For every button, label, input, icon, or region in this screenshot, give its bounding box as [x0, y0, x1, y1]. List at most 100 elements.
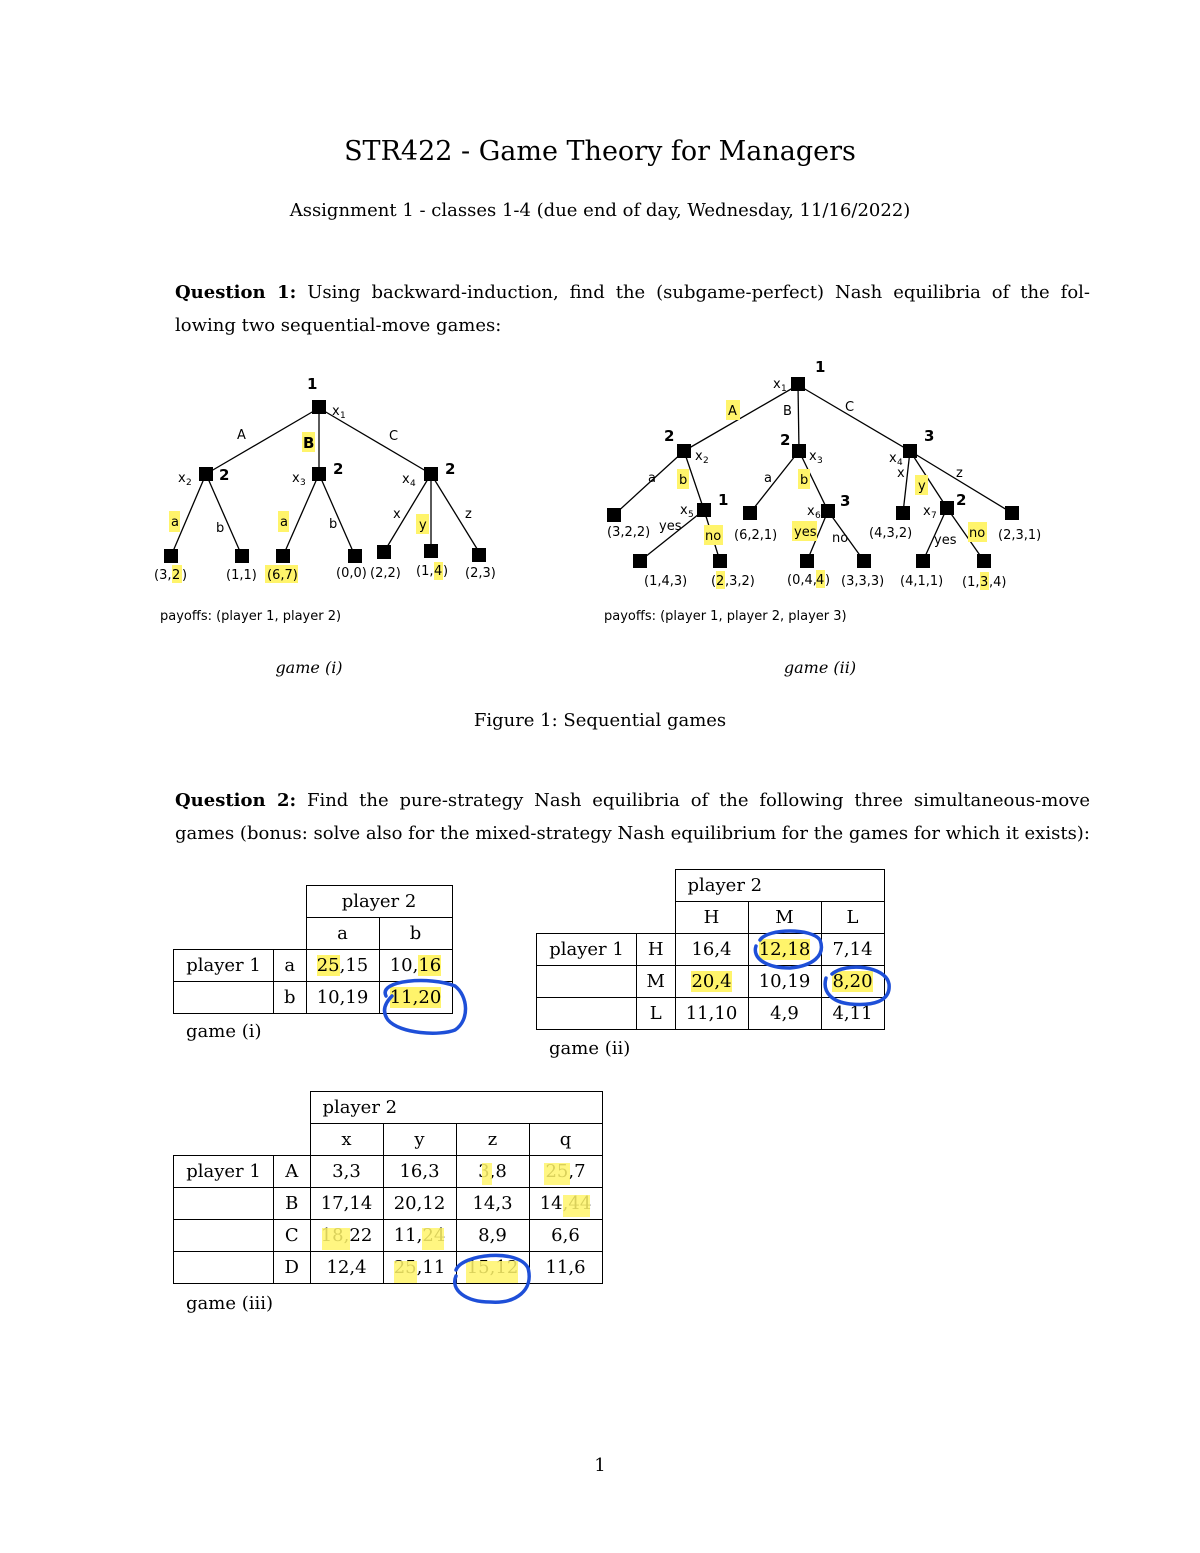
svg-text:x: x	[680, 503, 688, 518]
game-iii-table: player 2 x y z q player 1 A 3,3 16,3 3,8…	[173, 1091, 603, 1284]
svg-text:2: 2	[186, 478, 192, 488]
svg-text:4: 4	[410, 479, 416, 489]
svg-text:a: a	[764, 471, 772, 486]
svg-text:(3,: (3,	[154, 568, 171, 583]
game-i-cell: 25,15	[305, 949, 380, 982]
svg-text:): )	[443, 564, 448, 579]
svg-text:4: 4	[897, 458, 903, 468]
game-ii-cell: 10,19	[747, 965, 822, 998]
game-ii-payoffs-note: payoffs: (player 1, player 2, player 3)	[604, 609, 847, 624]
svg-text:3: 3	[840, 492, 850, 510]
game-ii-cell: 4,11	[820, 997, 885, 1030]
svg-text:(1,: (1,	[416, 564, 433, 579]
svg-text:2: 2	[219, 466, 229, 484]
question-2: Question 2: Find the pure-strategy Nash …	[143, 784, 1090, 850]
svg-text:2: 2	[780, 431, 790, 449]
question-2-label: Question 2:	[175, 790, 297, 811]
game-ii-row-header: L	[636, 997, 676, 1030]
game-i-col-header: b	[378, 917, 453, 950]
svg-text:C: C	[389, 429, 398, 444]
svg-text:x: x	[773, 377, 781, 392]
svg-text:6: 6	[815, 511, 821, 521]
svg-text:(3,2,2): (3,2,2)	[607, 525, 650, 540]
svg-text:no: no	[969, 526, 985, 541]
game-iii-player2-label: player 2	[309, 1091, 603, 1124]
highlight-mark	[563, 1195, 590, 1217]
game-ii-col-header: M	[747, 901, 822, 934]
svg-text:(0,4,: (0,4,	[787, 573, 817, 588]
game-iii-cell: 14,44	[528, 1187, 603, 1220]
figure-1-caption: Figure 1: Sequential games	[473, 710, 727, 731]
svg-text:(4,3,2): (4,3,2)	[869, 526, 912, 541]
svg-text:yes: yes	[934, 533, 957, 548]
svg-text:(1,4,3): (1,4,3)	[644, 574, 687, 589]
svg-text:): )	[182, 568, 187, 583]
svg-text:x: x	[889, 451, 897, 466]
svg-text:a: a	[171, 515, 179, 530]
game-iii-cell: 14,3	[455, 1187, 530, 1220]
svg-text:x: x	[695, 449, 703, 464]
highlight-mark	[482, 1163, 492, 1185]
game-ii-row-header: H	[636, 933, 676, 966]
svg-text:(1,1): (1,1)	[226, 568, 257, 583]
svg-text:x: x	[809, 449, 817, 464]
svg-text:x: x	[292, 471, 300, 486]
game-iii-row-header: B	[273, 1187, 311, 1220]
svg-text:x: x	[807, 504, 815, 519]
game-iii-row-header: A	[273, 1155, 311, 1188]
game-iii-cell: 11,6	[528, 1251, 603, 1284]
game-iii-row-header: C	[273, 1219, 311, 1252]
svg-text:a: a	[280, 515, 288, 530]
game-iii-cell: 11,24	[382, 1219, 457, 1252]
svg-text:2: 2	[703, 456, 709, 466]
highlight-mark	[466, 1261, 518, 1283]
svg-text:5: 5	[688, 510, 694, 520]
question-1: Question 1: Using backward-induction, fi…	[143, 276, 1090, 342]
svg-text:(6,2,1): (6,2,1)	[734, 528, 777, 543]
svg-text:a: a	[648, 471, 656, 486]
svg-text:(6,7): (6,7)	[267, 568, 298, 583]
svg-text:(0,0): (0,0)	[336, 566, 367, 581]
svg-text:b: b	[800, 473, 808, 488]
game-i-player2-label: player 2	[305, 885, 453, 918]
game-iii-cell: 20,12	[382, 1187, 457, 1220]
svg-text:,3,2): ,3,2)	[725, 574, 755, 589]
svg-text:4: 4	[816, 573, 824, 588]
game-ii-cell: 16,4	[674, 933, 749, 966]
highlight-mark	[322, 1228, 350, 1250]
game-i-cell: 10,19	[305, 981, 380, 1014]
game-ii-col-header: L	[820, 901, 885, 934]
svg-text:(3,3,3): (3,3,3)	[841, 574, 884, 589]
svg-text:A: A	[728, 404, 737, 419]
svg-text:4: 4	[434, 564, 442, 579]
svg-text:2: 2	[716, 574, 724, 589]
document-title: STR422 - Game Theory for Managers	[344, 136, 856, 167]
game-ii-table: player 2 H M L player 1 H 16,4 12,18 7,1…	[536, 869, 885, 1030]
game-iii-cell: 17,14	[309, 1187, 384, 1220]
game-iii-col-header: q	[528, 1123, 603, 1156]
game-i-payoffs-note: payoffs: (player 1, player 2)	[160, 609, 341, 624]
svg-text:(1,: (1,	[962, 575, 979, 590]
game-ii-col-header: H	[674, 901, 749, 934]
svg-text:(4,1,1): (4,1,1)	[900, 574, 943, 589]
svg-text:x: x	[402, 472, 410, 487]
svg-text:1: 1	[340, 411, 346, 421]
question-1-text: Using backward-induction, find the (subg…	[175, 282, 1090, 336]
game-i-player1-label: player 1	[173, 949, 274, 982]
svg-text:b: b	[329, 517, 337, 532]
svg-text:(: (	[711, 574, 716, 589]
svg-text:x: x	[923, 504, 931, 519]
game-ii-player2-label: player 2	[674, 869, 885, 902]
svg-text:C: C	[845, 400, 854, 415]
svg-text:no: no	[705, 529, 721, 544]
svg-text:1: 1	[815, 358, 825, 376]
svg-text:2: 2	[445, 460, 455, 478]
svg-text:3: 3	[817, 456, 823, 466]
svg-text:3: 3	[924, 427, 934, 445]
svg-text:2: 2	[664, 427, 674, 445]
game-iii-cell: 12,4	[309, 1251, 384, 1284]
game-ii-row-header: M	[636, 965, 676, 998]
svg-text:2: 2	[172, 568, 180, 583]
